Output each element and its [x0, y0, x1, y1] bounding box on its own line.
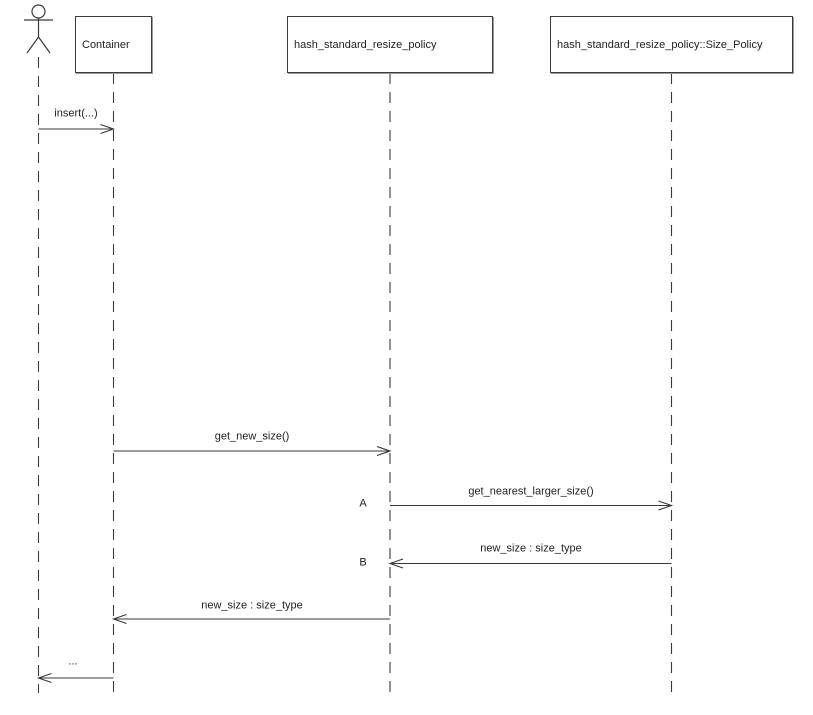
participant-box-container: Container [75, 16, 152, 73]
participant-label: hash_standard_resize_policy [294, 38, 437, 51]
message-label-return-dots: ... [68, 655, 78, 668]
message-label-new-size-return: new_size : size_type [201, 599, 303, 612]
participant-box-size-policy: hash_standard_resize_policy::Size_Policy [550, 16, 793, 73]
message-label-new-size-return-b: new_size : size_type [480, 542, 582, 555]
participant-box-resize-policy: hash_standard_resize_policy [287, 16, 493, 73]
message-label-get-new-size: get_new_size() [214, 430, 290, 443]
participant-label: Container [82, 38, 130, 51]
message-arrow-return-dots [36, 672, 114, 684]
message-arrow-get-nearest-larger-size [390, 500, 674, 511]
message-marker-b: B [359, 556, 367, 569]
message-label-get-nearest-larger-size: get_nearest_larger_size() [468, 485, 594, 498]
message-label-insert: insert(...) [54, 107, 98, 120]
participant-label: hash_standard_resize_policy::Size_Policy [557, 38, 763, 51]
message-arrow-new-size-return-b [388, 558, 672, 569]
message-marker-a: A [359, 497, 367, 510]
message-arrow-get-new-size [113, 445, 392, 457]
message-arrow-insert [38, 123, 116, 135]
stick-figure-actor-icon [24, 4, 53, 54]
message-arrow-new-size-return [111, 613, 390, 625]
